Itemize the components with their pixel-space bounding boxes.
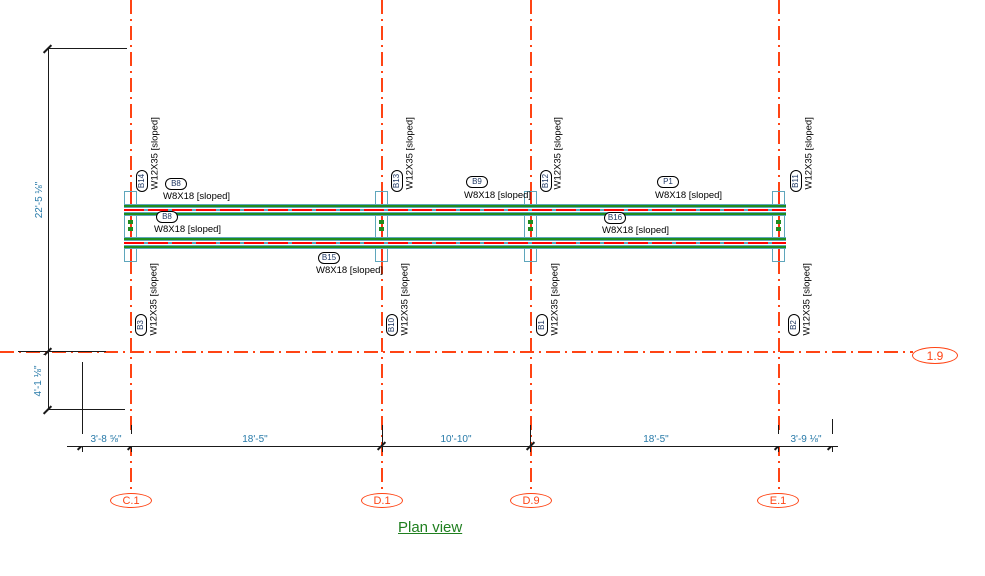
beam-size-b3[interactable]: W12X35 [sloped]	[148, 263, 160, 336]
beam-size-b10[interactable]: W12X35 [sloped]	[399, 263, 411, 336]
connection-marker	[528, 227, 533, 231]
connection-marker	[379, 227, 384, 231]
grid-line-19[interactable]	[0, 351, 913, 353]
column-beam-d9[interactable]	[524, 191, 537, 262]
column-beam-d1[interactable]	[375, 191, 388, 262]
column-beam-c1[interactable]	[124, 191, 137, 262]
beam-size-b2[interactable]: W12X35 [sloped]	[801, 263, 813, 336]
beam-tag-b10[interactable]: B10	[386, 314, 398, 336]
connection-marker	[776, 227, 781, 231]
beam-tag-b16[interactable]: B16	[604, 212, 626, 224]
beam-centerline	[778, 192, 780, 261]
dim-text-22-5[interactable]: 22'-5 ⅛"	[34, 170, 46, 230]
beam-size-b13[interactable]: W12X35 [sloped]	[404, 117, 416, 190]
beam-size-b8-mid[interactable]: W8X18 [sloped]	[154, 224, 222, 235]
beam-size-b14[interactable]: W12X35 [sloped]	[149, 117, 161, 190]
beam-centerline	[381, 192, 383, 261]
dim-text-3-9[interactable]: 3'-9 ⅛"	[776, 434, 836, 446]
dimension-line-left[interactable]	[48, 49, 49, 410]
dim-text-3-8[interactable]: 3'-8 ⅝"	[76, 434, 136, 446]
view-title[interactable]: Plan view	[398, 519, 463, 536]
beam-tag-b14[interactable]: B14	[136, 170, 148, 192]
connection-marker	[128, 227, 133, 231]
extension-line-grid19	[18, 351, 106, 352]
extension-line-left-corner	[82, 362, 83, 452]
dim-text-18-5-a[interactable]: 18'-5"	[230, 434, 280, 446]
beam-tag-b12[interactable]: B12	[540, 170, 552, 192]
dimension-line-bottom[interactable]	[67, 446, 838, 447]
beam-tag-p1[interactable]: P1	[657, 176, 679, 188]
beam-centerline	[530, 192, 532, 261]
extension-line-mid	[47, 409, 125, 410]
beam-size-b12[interactable]: W12X35 [sloped]	[552, 117, 564, 190]
beam-tag-b2[interactable]: B2	[788, 314, 800, 336]
beam-centerline	[124, 242, 786, 244]
beam-centerline	[130, 192, 132, 261]
connection-marker	[776, 220, 781, 224]
beam-tag-b8-mid[interactable]: B8	[156, 211, 178, 223]
connection-marker	[528, 220, 533, 224]
beam-size-b8-top[interactable]: W8X18 [sloped]	[163, 191, 231, 202]
grid-bubble-d9[interactable]: D.9	[510, 493, 552, 508]
beam-bottom[interactable]	[124, 237, 786, 249]
beam-tag-b1[interactable]: B1	[536, 314, 548, 336]
beam-tag-b3[interactable]: B3	[135, 314, 147, 336]
extension-line-d1	[382, 425, 383, 452]
beam-tag-b11[interactable]: B11	[790, 170, 802, 192]
grid-bubble-e1[interactable]: E.1	[757, 493, 799, 508]
beam-size-b15[interactable]: W8X18 [sloped]	[316, 265, 384, 276]
beam-size-b16[interactable]: W8X18 [sloped]	[602, 225, 670, 236]
beam-size-b1[interactable]: W12X35 [sloped]	[549, 263, 561, 336]
beam-size-p1[interactable]: W8X18 [sloped]	[655, 190, 723, 201]
column-beam-e1[interactable]	[772, 191, 785, 262]
dim-text-4-1[interactable]: 4'-1 ⅛"	[33, 355, 45, 407]
beam-tag-b8-top[interactable]: B8	[165, 178, 187, 190]
beam-size-b11[interactable]: W12X35 [sloped]	[803, 117, 815, 190]
connection-marker	[128, 220, 133, 224]
beam-top[interactable]	[124, 204, 786, 216]
dim-text-10-10[interactable]: 10'-10"	[429, 434, 483, 446]
beam-tag-b15[interactable]: B15	[318, 252, 340, 264]
connection-marker	[379, 220, 384, 224]
grid-bubble-19[interactable]: 1.9	[912, 347, 958, 364]
beam-tag-b13[interactable]: B13	[391, 170, 403, 192]
grid-bubble-d1[interactable]: D.1	[361, 493, 403, 508]
extension-line-top	[47, 48, 127, 49]
extension-line-d9	[530, 425, 531, 452]
beam-centerline	[124, 209, 786, 211]
dim-text-18-5-b[interactable]: 18'-5"	[631, 434, 681, 446]
beam-size-b9[interactable]: W8X18 [sloped]	[464, 190, 532, 201]
grid-bubble-c1[interactable]: C.1	[110, 493, 152, 508]
beam-tag-b9[interactable]: B9	[466, 176, 488, 188]
